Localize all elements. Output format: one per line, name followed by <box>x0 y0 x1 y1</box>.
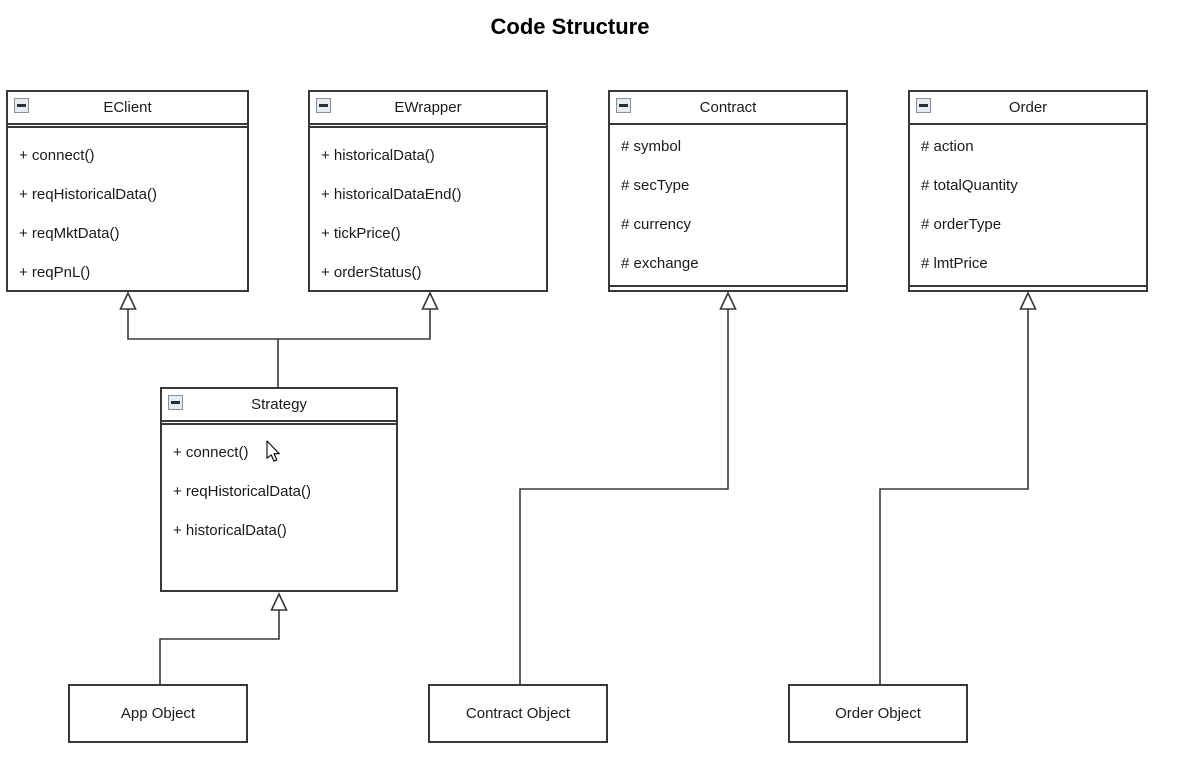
inheritance-arrowhead-ewrapper <box>421 291 439 310</box>
collapse-icon[interactable] <box>916 98 931 113</box>
field-item: # action <box>921 138 974 155</box>
class-name: EClient <box>103 99 152 116</box>
method-item: + historicalData() <box>173 522 287 539</box>
field-item: # symbol <box>621 138 682 155</box>
method-item: + orderStatus() <box>321 264 422 281</box>
empty-methods-compartment <box>910 285 1146 290</box>
class-eclient-header: EClient <box>8 92 247 125</box>
class-order-header: Order <box>910 92 1146 125</box>
methods-compartment: + historicalData() + historicalDataEnd()… <box>310 128 546 292</box>
fields-compartment: # action # totalQuantity # orderType # l… <box>910 125 1146 285</box>
empty-fields-compartment <box>8 125 247 128</box>
field-item: # orderType <box>921 216 1002 233</box>
collapse-icon[interactable] <box>14 98 29 113</box>
method-item: + connect() <box>173 444 249 461</box>
object-order[interactable]: Order Object <box>788 684 968 743</box>
class-name: EWrapper <box>394 99 462 116</box>
minus-glyph <box>171 401 180 404</box>
methods-compartment: + connect() + reqHistoricalData() + hist… <box>162 425 396 590</box>
class-strategy-header: Strategy <box>162 389 396 422</box>
inheritance-arrowhead-strategy <box>270 592 288 611</box>
class-name: Strategy <box>251 396 307 413</box>
edge-contract-object-to-contract[interactable] <box>519 291 737 684</box>
method-item: + reqHistoricalData() <box>19 186 157 203</box>
class-ewrapper[interactable]: EWrapper + historicalData() + historical… <box>308 90 548 292</box>
class-ewrapper-header: EWrapper <box>310 92 546 125</box>
method-item: + connect() <box>19 147 95 164</box>
edge-strategy-to-eclient-ewrapper[interactable] <box>119 291 439 387</box>
method-item: + tickPrice() <box>321 225 401 242</box>
method-item: + reqHistoricalData() <box>173 483 311 500</box>
field-item: # totalQuantity <box>921 177 1018 194</box>
class-order[interactable]: Order # action # totalQuantity # orderTy… <box>908 90 1148 292</box>
class-name: Order <box>1008 99 1048 116</box>
class-contract-header: Contract <box>610 92 846 125</box>
minus-glyph <box>17 104 26 107</box>
empty-fields-compartment <box>310 125 546 128</box>
object-app[interactable]: App Object <box>68 684 248 743</box>
inheritance-arrowhead-eclient <box>119 291 137 310</box>
edge-app-object-to-strategy[interactable] <box>159 592 288 684</box>
object-contract[interactable]: Contract Object <box>428 684 608 743</box>
collapse-icon[interactable] <box>168 395 183 410</box>
field-item: # exchange <box>621 255 699 272</box>
field-item: # currency <box>621 216 692 233</box>
methods-compartment: + connect() + reqHistoricalData() + reqM… <box>8 128 247 292</box>
object-label: Order Object <box>835 705 921 722</box>
class-strategy[interactable]: Strategy + connect() + reqHistoricalData… <box>160 387 398 592</box>
field-item: # lmtPrice <box>921 255 988 272</box>
collapse-icon[interactable] <box>616 98 631 113</box>
collapse-icon[interactable] <box>316 98 331 113</box>
class-contract[interactable]: Contract # symbol # secType # currency #… <box>608 90 848 292</box>
class-eclient[interactable]: EClient + connect() + reqHistoricalData(… <box>6 90 249 292</box>
method-item: + reqMktData() <box>19 225 120 242</box>
method-item: + historicalDataEnd() <box>321 186 462 203</box>
diagram-title: Code Structure <box>490 14 650 39</box>
object-label: App Object <box>120 705 196 722</box>
minus-glyph <box>619 104 628 107</box>
minus-glyph <box>919 104 928 107</box>
inheritance-arrowhead-contract <box>719 291 737 310</box>
edge-order-object-to-order[interactable] <box>879 291 1037 684</box>
minus-glyph <box>319 104 328 107</box>
empty-fields-compartment <box>162 422 396 425</box>
method-item: + reqPnL() <box>19 264 91 281</box>
object-label: Contract Object <box>465 705 571 722</box>
field-item: # secType <box>621 177 690 194</box>
method-item: + historicalData() <box>321 147 435 164</box>
fields-compartment: # symbol # secType # currency # exchange <box>610 125 846 285</box>
empty-methods-compartment <box>610 285 846 290</box>
inheritance-arrowhead-order <box>1019 291 1037 310</box>
class-name: Contract <box>699 99 757 116</box>
